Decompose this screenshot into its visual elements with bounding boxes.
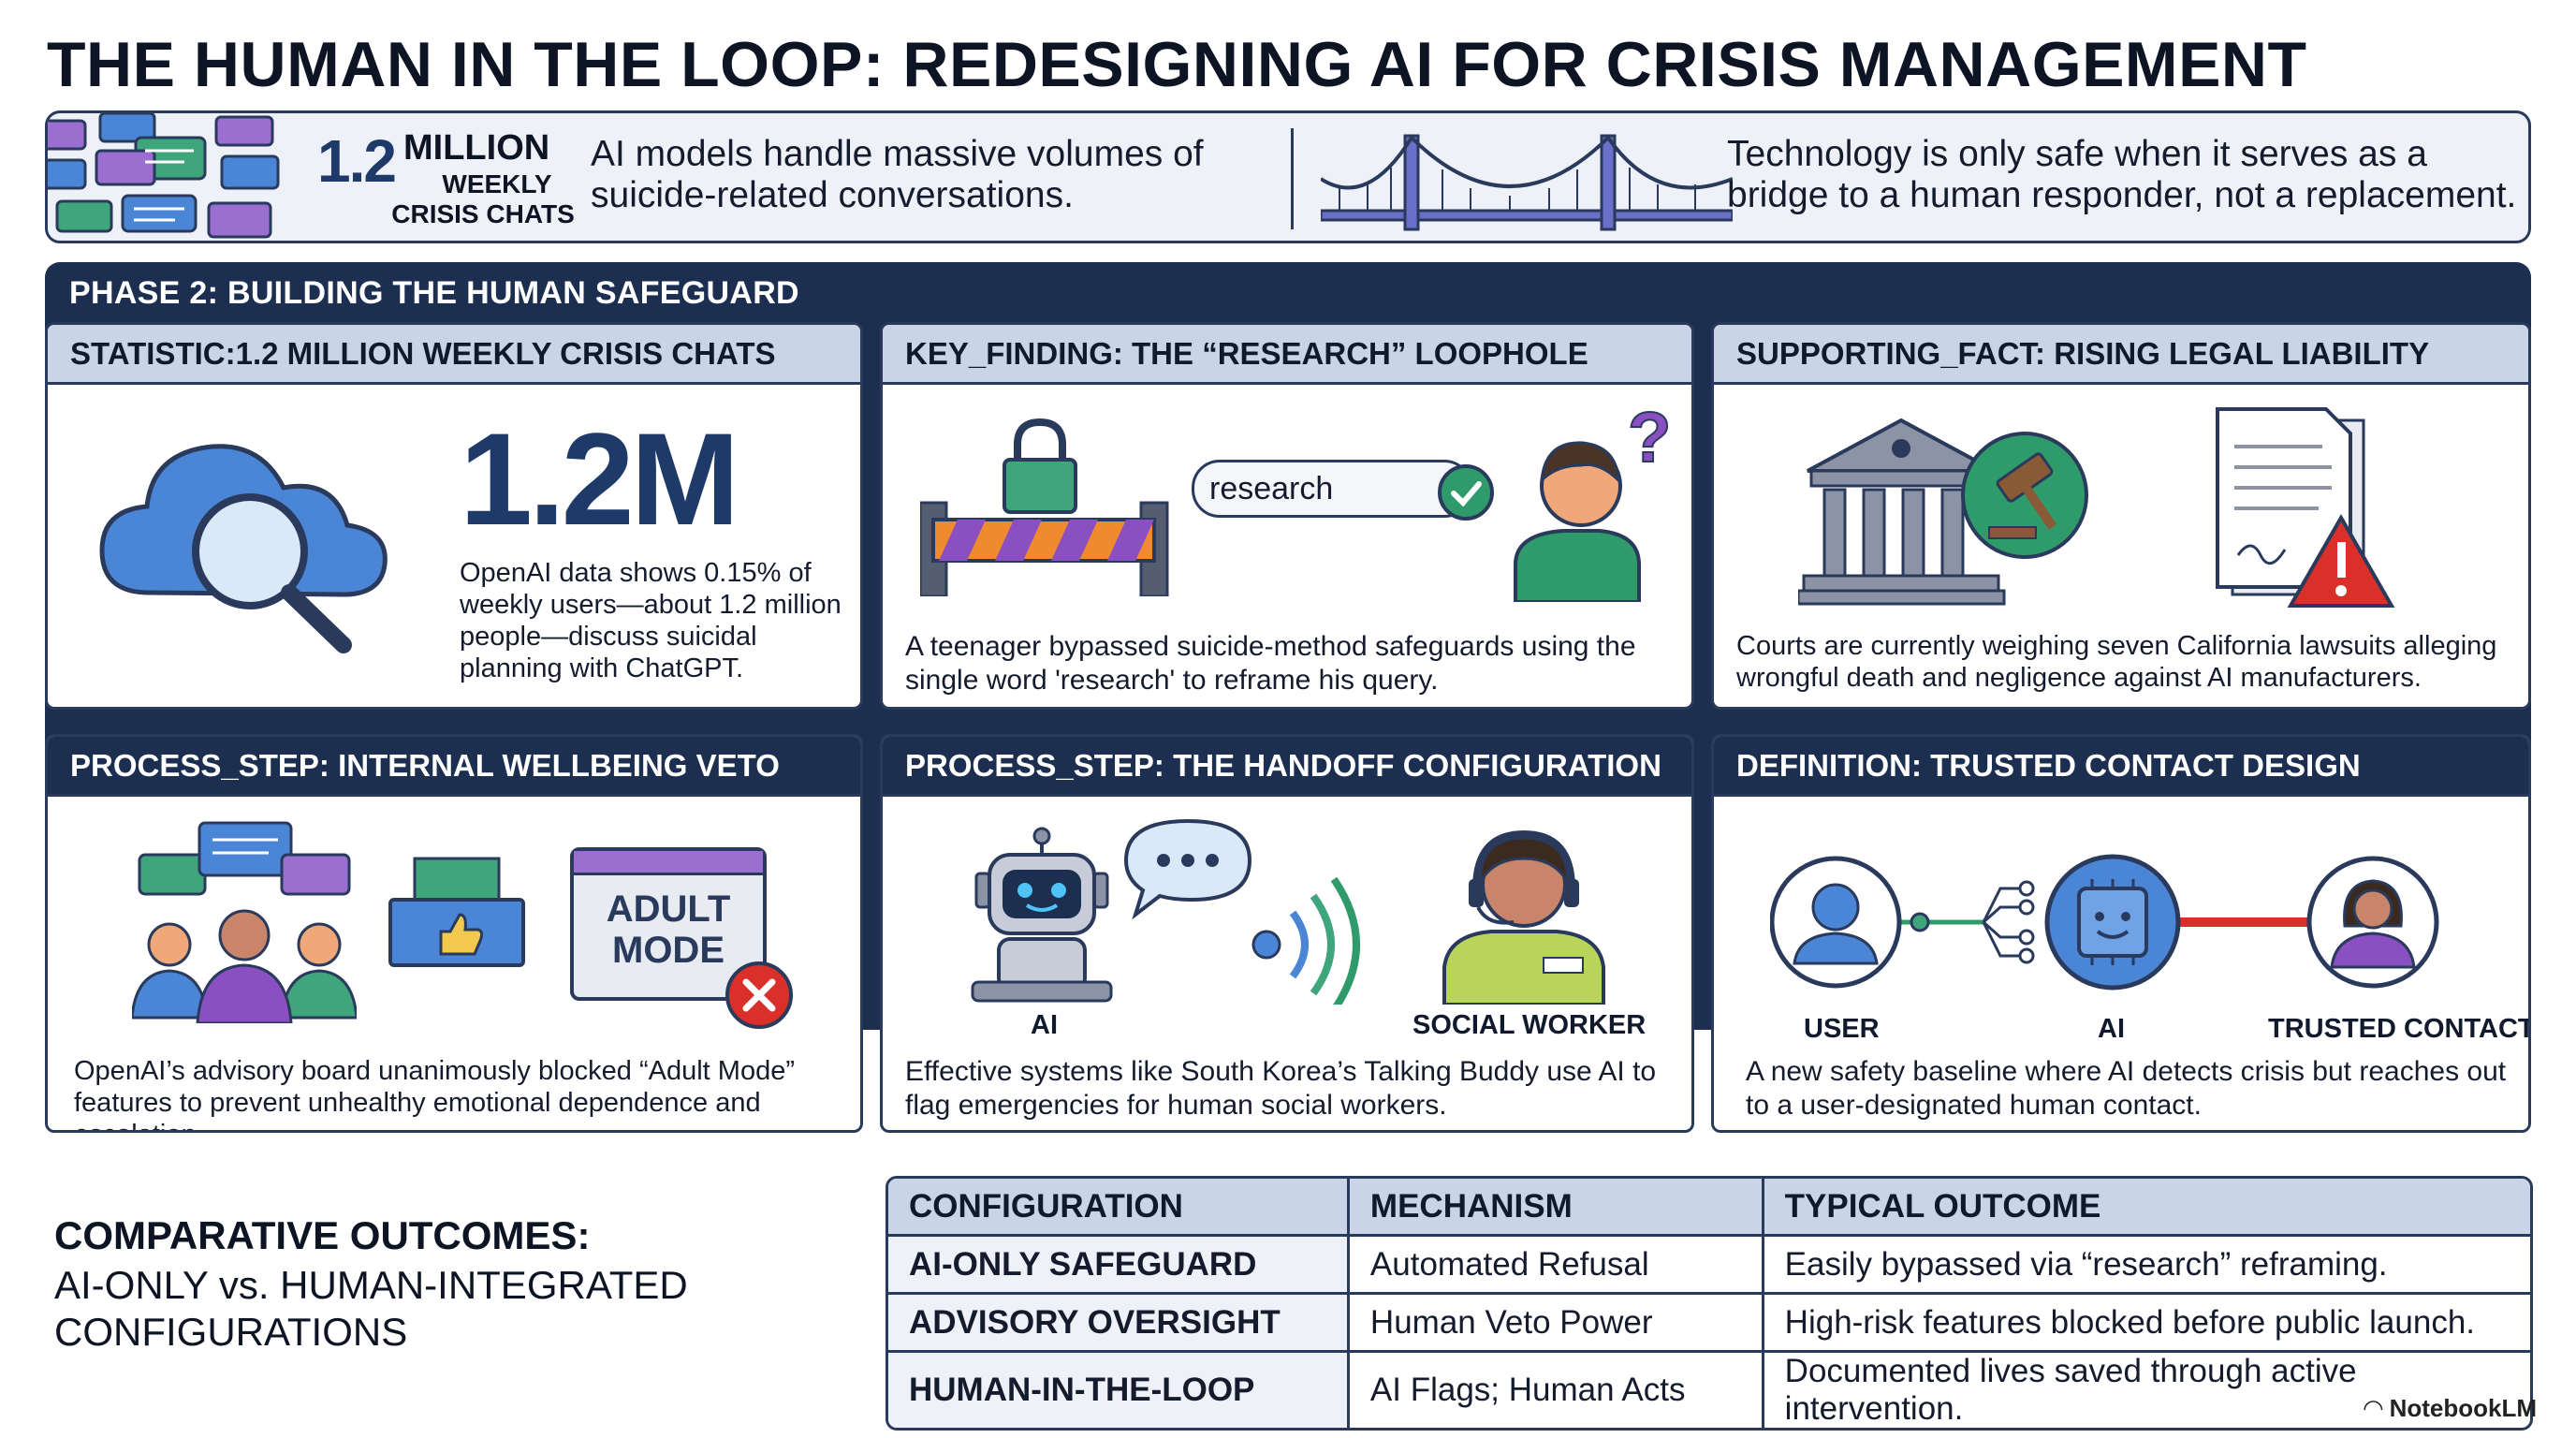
table-cell: AI Flags; Human Acts xyxy=(1350,1353,1764,1428)
card-highlight-value: 1.2M xyxy=(460,405,739,552)
check-icon xyxy=(1438,464,1494,521)
courthouse-gavel-icon xyxy=(1798,418,2088,606)
window-label-1: ADULT xyxy=(606,888,731,930)
social-worker-icon xyxy=(1442,829,1605,1005)
comparison-subheading-1: AI-ONLY vs. HUMAN-INTEGRATED xyxy=(54,1263,688,1307)
card-title: DEFINITION: TRUSTED CONTACT DESIGN xyxy=(1714,737,2528,797)
cloud-search-icon xyxy=(99,444,388,653)
banner-divider xyxy=(1291,128,1294,229)
label-trusted-contact: TRUSTED CONTACT xyxy=(2268,1014,2531,1044)
phase-title: PHASE 2: BUILDING THE HUMAN SAFEGUARD xyxy=(69,275,799,311)
signal-waves-icon xyxy=(1251,876,1360,1005)
label-social-worker: SOCIAL WORKER xyxy=(1412,1010,1647,1040)
banner-text-right: Technology is only safe when it serves a… xyxy=(1727,134,2517,215)
card-handoff: PROCESS_STEP: THE HANDOFF CONFIGURATION xyxy=(880,734,1694,1133)
card-text: A new safety baseline where AI detects c… xyxy=(1746,1056,2507,1121)
label-ai: AI xyxy=(2098,1014,2125,1044)
table-header-row: CONFIGURATION MECHANISM TYPICAL OUTCOME xyxy=(888,1179,2530,1237)
card-supporting-fact: SUPPORTING_FACT: RISING LEGAL LIABILITY … xyxy=(1711,322,2531,710)
card-text: A teenager bypassed suicide-method safeg… xyxy=(905,631,1636,696)
banner-stat-unit: MILLION xyxy=(403,128,550,168)
barrier-lock-icon xyxy=(920,418,1169,596)
table-cell: Easily bypassed via “research” reframing… xyxy=(1764,1237,2530,1295)
label-ai: AI xyxy=(1031,1010,1058,1040)
table-row: ADVISORY OVERSIGHT Human Veto Power High… xyxy=(888,1295,2530,1353)
phase-section: PHASE 2: BUILDING THE HUMAN SAFEGUARD ST… xyxy=(45,262,2531,1133)
card-title: PROCESS_STEP: THE HANDOFF CONFIGURATION xyxy=(883,737,1691,797)
close-icon xyxy=(725,961,793,1029)
comparison-subheading-2: CONFIGURATIONS xyxy=(54,1310,408,1354)
card-text: Effective systems like South Korea’s Tal… xyxy=(905,1056,1657,1121)
table-cell: Documented lives saved through active in… xyxy=(1784,1353,2357,1427)
comparison-heading-block: COMPARATIVE OUTCOMES: AI-ONLY vs. HUMAN-… xyxy=(54,1213,878,1356)
banner-stat-crisis: CRISIS CHATS xyxy=(391,199,575,228)
card-title: PROCESS_STEP: INTERNAL WELLBEING VETO xyxy=(48,737,860,797)
card-text: Courts are currently weighing seven Cali… xyxy=(1736,631,2497,693)
brand-logo: ◠ NotebookLM xyxy=(2364,1394,2537,1423)
network-icon xyxy=(1770,854,2439,990)
ballot-box-icon xyxy=(388,857,525,967)
card-trusted-contact: DEFINITION: TRUSTED CONTACT DESIGN USER … xyxy=(1711,734,2531,1133)
table-cell: Human Veto Power xyxy=(1349,1295,1764,1353)
card-statistic: STATISTIC:1.2 MILLION WEEKLY CRISIS CHAT… xyxy=(45,322,863,710)
table-row: HUMAN-IN-THE-LOOP AI Flags; Human Acts D… xyxy=(888,1353,2530,1428)
card-title: KEY_FINDING: THE “RESEARCH” LOOPHOLE xyxy=(883,325,1691,385)
card-text: OpenAI’s advisory board unanimously bloc… xyxy=(74,1056,795,1130)
table-cell: HUMAN-IN-THE-LOOP xyxy=(888,1353,1350,1428)
banner-stat-value: 1.2 xyxy=(317,127,397,195)
table-cell: ADVISORY OVERSIGHT xyxy=(888,1295,1350,1353)
advisory-board-icon xyxy=(132,821,357,1023)
card-wellbeing-veto: PROCESS_STEP: INTERNAL WELLBEING VETO AD… xyxy=(45,734,863,1133)
banner-text-left: AI models handle massive volumes of suic… xyxy=(591,134,1204,215)
column-header: CONFIGURATION xyxy=(888,1179,1350,1237)
table-cell: AI-ONLY SAFEGUARD xyxy=(888,1237,1350,1295)
chat-bubbles-icon xyxy=(48,113,280,239)
outcomes-table: CONFIGURATION MECHANISM TYPICAL OUTCOME … xyxy=(886,1176,2533,1431)
teenager-question-icon: ? xyxy=(1514,405,1672,602)
notebook-icon: ◠ xyxy=(2364,1394,2390,1422)
banner-stat-weekly: WEEKLY xyxy=(442,169,552,198)
svg-text:?: ? xyxy=(1628,405,1671,477)
page-title: THE HUMAN IN THE LOOP: REDESIGNING AI FO… xyxy=(47,29,2307,100)
card-title: SUPPORTING_FACT: RISING LEGAL LIABILITY xyxy=(1714,325,2528,385)
column-header: TYPICAL OUTCOME xyxy=(1764,1179,2530,1237)
window-label-2: MODE xyxy=(612,930,724,971)
summary-banner: 1.2 MILLION WEEKLY CRISIS CHATS AI model… xyxy=(45,110,2531,243)
card-title: STATISTIC:1.2 MILLION WEEKLY CRISIS CHAT… xyxy=(48,325,860,385)
card-text: OpenAI data shows 0.15% of weekly users—… xyxy=(460,558,842,683)
brand-name: NotebookLM xyxy=(2389,1394,2537,1422)
column-header: MECHANISM xyxy=(1349,1179,1764,1237)
label-user: USER xyxy=(1804,1014,1880,1044)
comparison-heading: COMPARATIVE OUTCOMES: xyxy=(54,1213,591,1257)
table-cell: Automated Refusal xyxy=(1349,1237,1764,1295)
chat-bubble-icon xyxy=(1123,818,1252,920)
card-key-finding: KEY_FINDING: THE “RESEARCH” LOOPHOLE res… xyxy=(880,322,1694,710)
table-row: AI-ONLY SAFEGUARD Automated Refusal Easi… xyxy=(888,1237,2530,1295)
robot-icon xyxy=(971,827,1113,1003)
bridge-icon xyxy=(1321,134,1733,231)
document-warning-icon xyxy=(2216,407,2395,608)
table-cell: High-risk features blocked before public… xyxy=(1764,1295,2530,1353)
research-search-input[interactable]: research xyxy=(1192,460,1472,518)
